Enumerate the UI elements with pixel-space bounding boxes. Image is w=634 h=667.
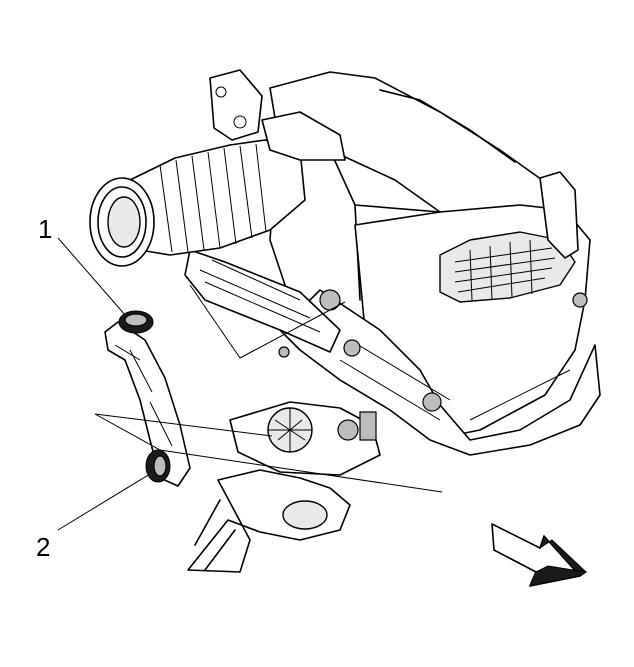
air-cleaner-housing (184, 69, 601, 456)
direction-arrow-icon (491, 523, 588, 587)
air-intake-duct (89, 111, 346, 267)
callout-leaders (57, 237, 443, 531)
callout-label-1: 1 (38, 214, 52, 244)
vent-hose (104, 310, 191, 487)
hose-lower-connector (145, 449, 171, 483)
throttle-body-assembly (187, 401, 381, 573)
hose-upper-connector (118, 310, 154, 334)
callout-label-2: 2 (36, 532, 50, 562)
